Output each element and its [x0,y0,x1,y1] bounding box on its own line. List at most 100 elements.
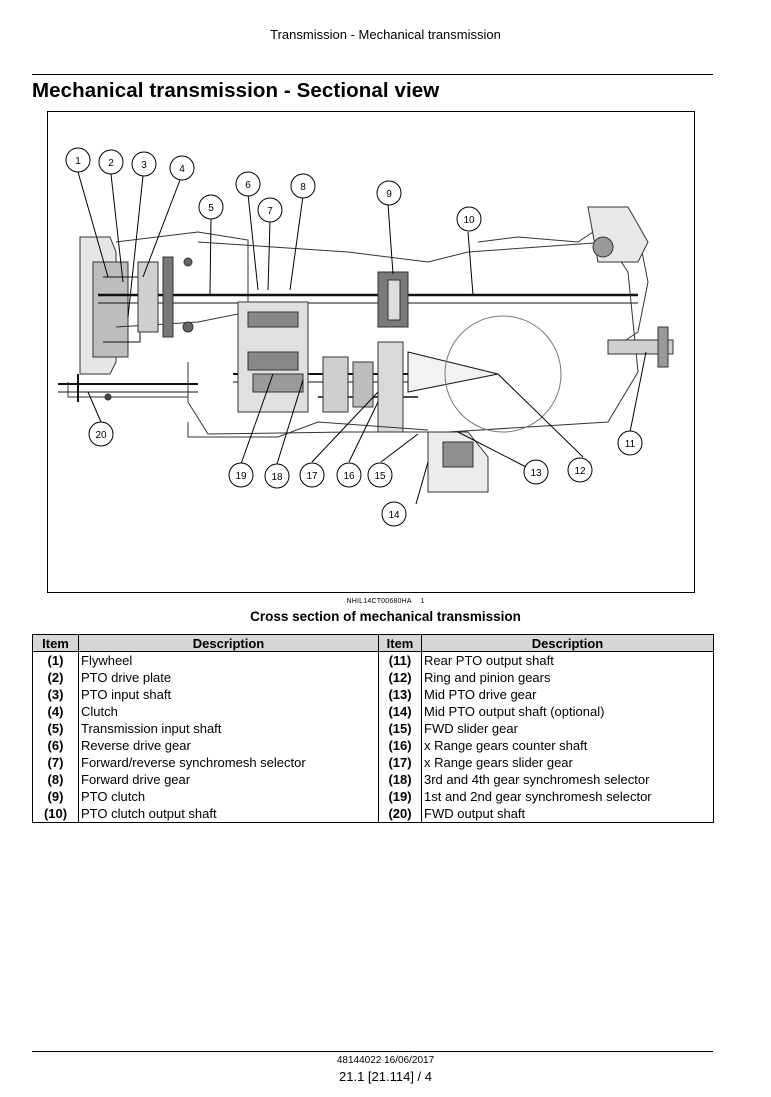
callout-10: 10 [456,206,482,232]
item-number: (20) [378,805,422,823]
header-item-right: Item [378,634,422,652]
callout-5: 5 [198,194,224,220]
item-number: (17) [378,754,422,771]
item-number: (8) [32,771,79,788]
svg-text:19: 19 [235,471,247,482]
document-code: 48144022 16/06/2017 [336,1055,435,1066]
item-description: Forward/reverse synchromesh selector [78,754,379,771]
page-title: Mechanical transmission - Sectional view [32,79,440,102]
table-row: (8) Forward drive gear (18) 3rd and 4th … [32,771,714,788]
item-number: (3) [32,686,79,703]
item-number: (11) [378,651,422,669]
item-number: (5) [32,720,79,737]
item-number: (16) [378,737,422,754]
item-number: (15) [378,720,422,737]
callout-6: 6 [235,171,261,197]
header-item-left: Item [32,634,79,652]
svg-text:4: 4 [179,164,185,175]
bottom-rule [32,1051,713,1052]
item-description: PTO clutch [78,788,379,805]
callout-17: 17 [299,462,325,488]
callout-14: 14 [381,501,407,527]
table-row: (3) PTO input shaft (13) Mid PTO drive g… [32,686,714,703]
callout-12: 12 [567,457,593,483]
running-header: Transmission - Mechanical transmission [270,27,501,42]
callout-2: 2 [98,149,124,175]
svg-text:1: 1 [75,156,81,167]
callout-20: 20 [88,421,114,447]
callout-15: 15 [367,462,393,488]
item-description: x Range gears slider gear [421,754,714,771]
item-number: (4) [32,703,79,720]
item-number: (13) [378,686,422,703]
svg-text:14: 14 [388,510,400,521]
item-description: PTO drive plate [78,669,379,686]
top-rule [32,74,713,75]
callout-7: 7 [257,197,283,223]
svg-text:5: 5 [208,203,214,214]
item-number: (14) [378,703,422,720]
item-description: Reverse drive gear [78,737,379,754]
svg-text:12: 12 [574,466,586,477]
item-description: Mid PTO drive gear [421,686,714,703]
svg-text:16: 16 [343,471,355,482]
svg-text:18: 18 [271,472,283,483]
table-row: (2) PTO drive plate (12) Ring and pinion… [32,669,714,686]
item-description: PTO input shaft [78,686,379,703]
svg-text:8: 8 [300,182,306,193]
callout-9: 9 [376,180,402,206]
svg-text:20: 20 [95,430,107,441]
table-row: (6) Reverse drive gear (16) x Range gear… [32,737,714,754]
callout-18: 18 [264,463,290,489]
item-description: Flywheel [78,651,379,669]
item-description: Forward drive gear [78,771,379,788]
callout-16: 16 [336,462,362,488]
item-description: Mid PTO output shaft (optional) [421,703,714,720]
callout-13: 13 [523,459,549,485]
table-header-row: Item Description Item Description [32,634,714,652]
item-description: Clutch [78,703,379,720]
svg-text:2: 2 [108,158,114,169]
item-description: x Range gears counter shaft [421,737,714,754]
svg-text:13: 13 [530,468,542,479]
table-row: (1) Flywheel (11) Rear PTO output shaft [32,651,714,669]
page-reference: 21.1 [21.114] / 4 [339,1069,432,1084]
svg-text:7: 7 [267,206,273,217]
callout-11: 11 [617,430,643,456]
header-description-left: Description [78,634,379,652]
figure-code-id: NHIL14CT00680HA [346,598,412,605]
transmission-drawing: 1 2 3 4 5 6 7 8 9 10 11 12 13 14 15 16 1… [58,147,674,527]
item-description: Transmission input shaft [78,720,379,737]
table-row: (9) PTO clutch (19) 1st and 2nd gear syn… [32,788,714,805]
table-row: (7) Forward/reverse synchromesh selector… [32,754,714,771]
item-number: (10) [32,805,79,823]
item-description: FWD output shaft [421,805,714,823]
item-description: PTO clutch output shaft [78,805,379,823]
figure-caption: Cross section of mechanical transmission [250,609,521,624]
svg-text:11: 11 [625,439,636,450]
item-number: (9) [32,788,79,805]
callout-3: 3 [131,151,157,177]
svg-text:15: 15 [374,471,386,482]
item-number: (6) [32,737,79,754]
svg-text:10: 10 [463,215,475,226]
svg-text:17: 17 [306,471,318,482]
item-description: 3rd and 4th gear synchromesh selector [421,771,714,788]
table-row: (10) PTO clutch output shaft (20) FWD ou… [32,805,714,823]
table-row: (5) Transmission input shaft (15) FWD sl… [32,720,714,737]
svg-text:6: 6 [245,180,251,191]
header-description-right: Description [421,634,714,652]
table-row: (4) Clutch (14) Mid PTO output shaft (op… [32,703,714,720]
item-number: (18) [378,771,422,788]
item-number: (12) [378,669,422,686]
svg-text:3: 3 [141,160,147,171]
sectional-view-figure: 1 2 3 4 5 6 7 8 9 10 11 12 13 14 15 16 1… [47,111,695,593]
item-number: (2) [32,669,79,686]
item-description: FWD slider gear [421,720,714,737]
item-number: (19) [378,788,422,805]
item-description: Ring and pinion gears [421,669,714,686]
item-description-table: Item Description Item Description (1) Fl… [32,634,714,823]
figure-code: NHIL14CT00680HA 1 [0,598,771,605]
svg-text:9: 9 [386,189,392,200]
callout-19: 19 [228,462,254,488]
